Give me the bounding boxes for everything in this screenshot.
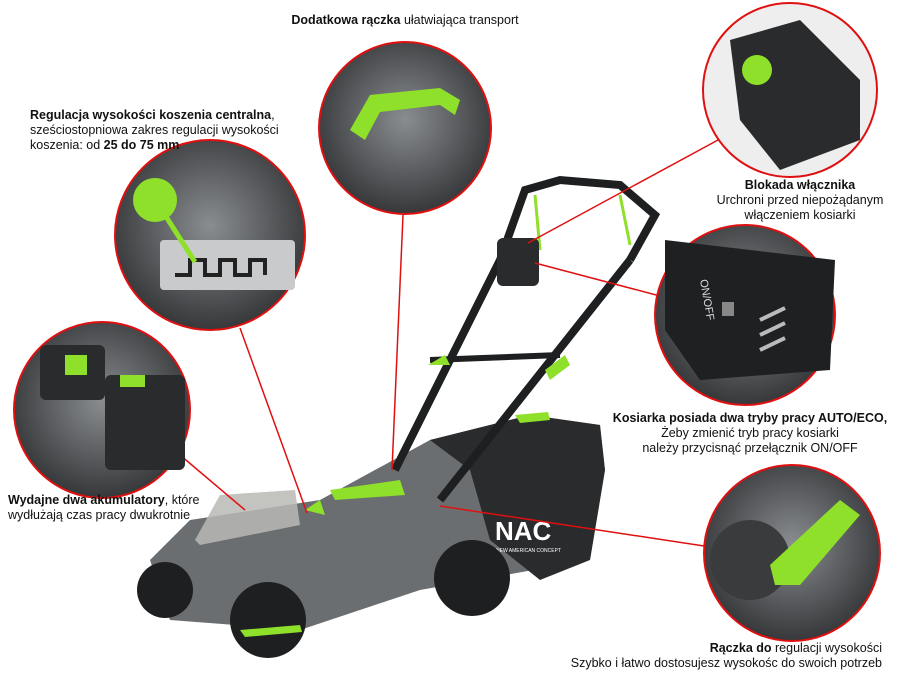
detail-handle-circle	[318, 41, 492, 215]
detail-switch-circle: ON/OFF	[654, 224, 836, 406]
switch-box	[497, 238, 539, 286]
detail-batteries-circle	[13, 321, 191, 499]
wheel	[137, 562, 193, 618]
caption-height-handle: Rączka do regulacji wysokości Szybko i ł…	[570, 641, 882, 670]
detail-lock-circle	[702, 2, 878, 178]
brand-logo: NAC	[495, 516, 552, 546]
pointer-lines	[179, 139, 719, 547]
caption-extra-handle: Dodatkowa rączka ułatwiająca transport	[291, 13, 519, 27]
caption-height-adjustment: Regulacja wysokości koszenia centralna, …	[30, 108, 279, 152]
brand-subtitle: NEW AMERICAN CONCEPT	[496, 548, 561, 554]
wheel	[434, 540, 510, 616]
caption-work-modes: Kosiarka posiada dwa tryby pracy AUTO/EC…	[612, 411, 888, 455]
caption-switch-lock: Blokada włącznika Urchroni przed niepożą…	[716, 178, 884, 222]
wheel	[230, 582, 306, 658]
caption-batteries: Wydajne dwa akumulatory, które wydłużają…	[8, 493, 200, 522]
detail-adjust-circle	[703, 464, 881, 642]
lawn-mower: NAC NEW AMERICAN CONCEPT	[137, 175, 661, 658]
detail-height-circle	[114, 139, 306, 331]
